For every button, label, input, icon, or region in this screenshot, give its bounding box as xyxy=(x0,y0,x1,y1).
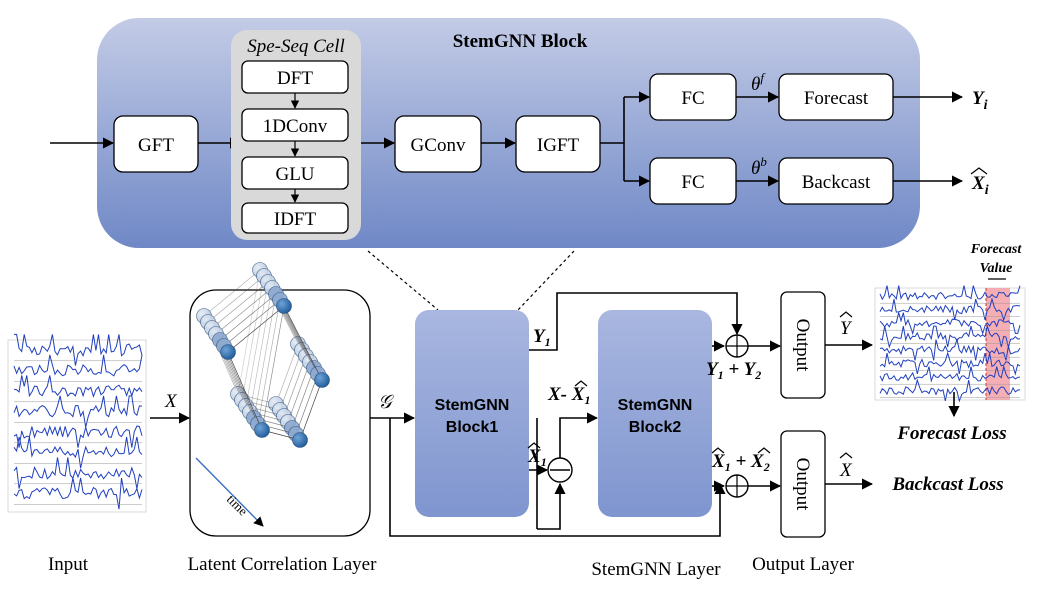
block1-line2: Block1 xyxy=(446,419,499,436)
series-line xyxy=(879,337,1021,361)
block2-line2: Block2 xyxy=(629,419,682,436)
forecast-label: Forecast xyxy=(804,88,869,109)
yhat-label: Y xyxy=(840,318,853,339)
fc-top-label: FC xyxy=(681,88,704,109)
series-line xyxy=(13,436,143,469)
glu-label: GLU xyxy=(275,164,314,185)
time-axis-arrow xyxy=(195,457,264,527)
theta-f-label: θf xyxy=(751,70,766,95)
forecast-band xyxy=(986,288,1010,400)
zoom-line-left xyxy=(367,250,439,311)
x1hat-hat xyxy=(527,442,541,449)
idft-label: IDFT xyxy=(274,209,317,230)
latent-caption: Latent Correlation Layer xyxy=(188,554,378,575)
zoom-line-right xyxy=(517,250,575,311)
graph-node xyxy=(314,372,330,388)
x-i-hat xyxy=(970,167,988,175)
conv1d-label: 1DConv xyxy=(263,116,328,137)
graph-node xyxy=(276,298,292,314)
output-series-panel xyxy=(874,285,1026,403)
series-line xyxy=(879,378,1021,403)
series-line xyxy=(13,457,143,489)
block2-line1: StemGNN xyxy=(618,397,693,414)
gconv-label: GConv xyxy=(411,135,466,156)
stemgnn-block-panel xyxy=(97,18,920,248)
stemgnn-block2 xyxy=(598,310,712,517)
series-line xyxy=(13,424,143,448)
output-bottom-label: Output xyxy=(792,458,813,512)
series-line xyxy=(879,285,1021,302)
xhat-hat xyxy=(839,452,853,459)
gft-box xyxy=(113,115,199,173)
g-into-minus-arrow xyxy=(537,482,566,530)
graph-node xyxy=(220,344,236,360)
y1-label: Y1 xyxy=(533,326,551,349)
output-caption: Output Layer xyxy=(752,554,855,575)
igft-box xyxy=(515,115,601,173)
x-i-label: Xi xyxy=(971,173,989,198)
stemgnn-layer-caption: StemGNN Layer xyxy=(591,559,721,580)
x-minus-x1-hat xyxy=(574,380,588,387)
series-line xyxy=(13,375,143,398)
yhat-hat xyxy=(839,311,853,318)
series-line xyxy=(13,395,143,428)
theta-b-label: θb xyxy=(751,154,767,179)
y1-plus-y2-label: Y1 + Y2 xyxy=(706,359,761,382)
input-caption: Input xyxy=(48,554,89,575)
series-line xyxy=(13,354,143,377)
backcast-loss-label: Backcast Loss xyxy=(891,474,1003,495)
y-i-label: Yi xyxy=(972,88,988,113)
series-line xyxy=(14,333,143,366)
forecast-loss-label: Forecast Loss xyxy=(896,423,1006,444)
series-line xyxy=(879,312,1021,336)
xhat-label: X xyxy=(839,460,853,481)
series-line xyxy=(879,324,1021,349)
gconv-box xyxy=(394,115,482,173)
series-line xyxy=(879,364,1021,383)
gft-label: GFT xyxy=(138,135,174,156)
g-bypass-line xyxy=(389,418,726,537)
latent-graph xyxy=(196,262,330,448)
spe-seq-title: Spe-Seq Cell xyxy=(247,36,345,57)
forecast-value-line2: Value xyxy=(980,261,1013,276)
forecast-value-line1: Forecast xyxy=(970,242,1023,257)
x1-plus-x2-label: X1 + X2 xyxy=(711,451,770,474)
residual-to-block2-arrow xyxy=(559,412,599,458)
series-line xyxy=(879,297,1021,322)
idft-box xyxy=(241,202,349,234)
series-line xyxy=(879,351,1021,376)
g-label: 𝒢 xyxy=(378,392,395,413)
block1-line1: StemGNN xyxy=(435,397,510,414)
x2-hat-sum xyxy=(757,447,771,454)
x-minus-x1-label: X- X1 xyxy=(547,384,590,407)
series-line xyxy=(13,477,143,510)
input-series-panel xyxy=(7,333,147,513)
x1hat-label: X1 xyxy=(527,446,547,469)
stemgnn-block1 xyxy=(415,310,529,517)
igft-label: IGFT xyxy=(537,135,580,156)
dft-label: DFT xyxy=(277,68,313,89)
graph-node xyxy=(292,432,308,448)
backcast-label: Backcast xyxy=(802,172,871,193)
y1-line xyxy=(529,292,743,351)
x-label: X xyxy=(164,391,178,412)
fc-bottom-label: FC xyxy=(681,172,704,193)
output-top-label: Output xyxy=(792,319,813,373)
graph-node xyxy=(254,422,270,438)
x1-hat-sum xyxy=(711,447,725,454)
stemgnn-block-title: StemGNN Block xyxy=(453,31,588,52)
